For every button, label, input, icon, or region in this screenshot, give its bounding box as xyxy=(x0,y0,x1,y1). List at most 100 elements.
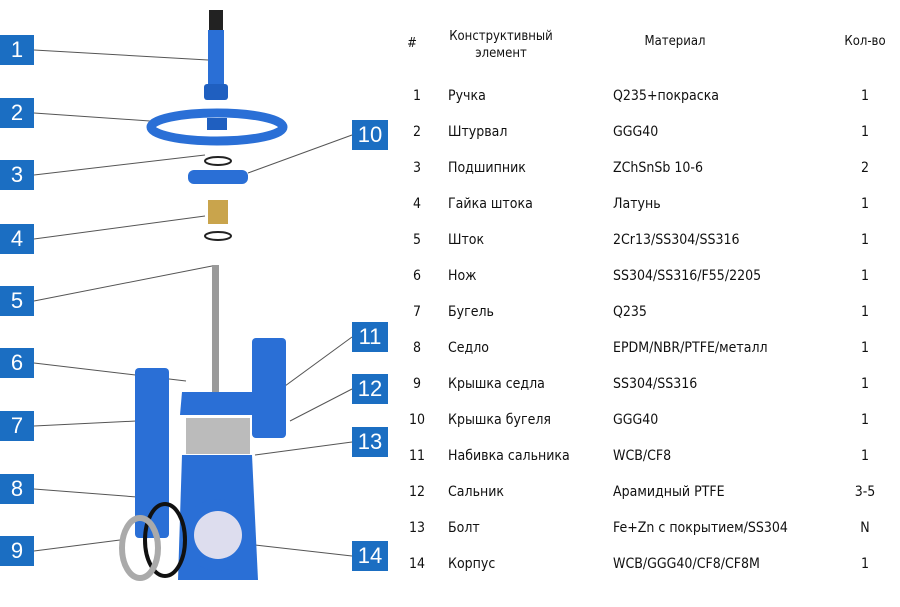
cell-element: Нож xyxy=(448,268,477,284)
cell-material: Латунь xyxy=(613,196,661,212)
callout-4: 4 xyxy=(0,224,34,254)
handwheel-part xyxy=(146,108,288,146)
callout-12: 12 xyxy=(352,374,388,404)
cell-qty: 1 xyxy=(860,124,869,140)
cell-element: Крышка бугеля xyxy=(448,412,551,428)
cell-qty: 1 xyxy=(860,88,869,104)
cell-material: Арамидный PTFE xyxy=(613,484,725,500)
cell-qty: 1 xyxy=(860,448,869,464)
cell-num: 9 xyxy=(412,376,421,392)
cell-element: Шток xyxy=(448,232,485,248)
stem-part xyxy=(212,265,219,395)
yoke-plate-left xyxy=(135,368,169,538)
cell-num: 3 xyxy=(412,160,421,176)
cell-material: GGG40 xyxy=(613,412,659,428)
cell-qty: 1 xyxy=(860,196,869,212)
cell-num: 5 xyxy=(412,232,421,248)
yoke-cover-part xyxy=(188,170,248,184)
seat-part xyxy=(143,502,187,578)
callout-1: 1 xyxy=(0,35,34,65)
cell-element: Ручка xyxy=(448,88,486,104)
callout-8: 8 xyxy=(0,474,34,504)
cell-num: 4 xyxy=(412,196,421,212)
cell-element: Бугель xyxy=(448,304,494,320)
cell-qty: 3-5 xyxy=(854,484,876,500)
callout-10: 10 xyxy=(352,120,388,150)
cell-qty: N xyxy=(860,520,870,536)
callout-13: 13 xyxy=(352,427,388,457)
cell-num: 6 xyxy=(412,268,421,284)
header-material: Материал xyxy=(644,34,706,49)
callout-7: 7 xyxy=(0,411,34,441)
cell-material: WCB/CF8 xyxy=(613,448,672,464)
cell-qty: 1 xyxy=(860,412,869,428)
cell-material: 2Cr13/SS304/SS316 xyxy=(613,232,740,248)
seat-cover-part xyxy=(119,515,161,581)
yoke-plate-right xyxy=(252,338,286,438)
cell-material: WCB/GGG40/CF8/CF8M xyxy=(613,556,760,572)
callout-14: 14 xyxy=(352,541,388,571)
cell-material: EPDM/NBR/PTFE/металл xyxy=(613,340,768,356)
cell-material: SS304/SS316 xyxy=(613,376,698,392)
callout-2: 2 xyxy=(0,98,34,128)
callout-3: 3 xyxy=(0,160,34,190)
body-part xyxy=(178,455,258,580)
stem-nut-part xyxy=(208,200,228,224)
table-row: 10 Крышка бугеля GGG40 1 xyxy=(400,412,900,432)
table-row: 5 Шток 2Cr13/SS304/SS316 1 xyxy=(400,232,900,252)
header-qty: Кол-во xyxy=(844,34,886,49)
cell-num: 8 xyxy=(412,340,421,356)
cell-qty: 1 xyxy=(860,556,869,572)
table-row: 14 Корпус WCB/GGG40/CF8/CF8M 1 xyxy=(400,556,900,576)
cell-material: GGG40 xyxy=(613,124,659,140)
header-element: Конструктивный элемент xyxy=(449,29,553,61)
cell-element: Крышка седла xyxy=(448,376,545,392)
cell-num: 13 xyxy=(408,520,426,536)
cell-material: Q235+покраска xyxy=(613,88,720,104)
cell-element: Набивка сальника xyxy=(448,448,570,464)
exploded-valve-diagram xyxy=(33,10,353,581)
cell-element: Болт xyxy=(448,520,480,536)
cell-material: SS304/SS316/F55/2205 xyxy=(613,268,762,284)
cell-qty: 2 xyxy=(860,160,869,176)
cell-qty: 1 xyxy=(860,376,869,392)
cell-qty: 1 xyxy=(860,232,869,248)
table-row: 1 Ручка Q235+покраска 1 xyxy=(400,88,900,108)
table-row: 3 Подшипник ZChSnSb 10-6 2 xyxy=(400,160,900,180)
cell-element: Сальник xyxy=(448,484,505,500)
header-num: # xyxy=(407,36,417,51)
cell-num: 11 xyxy=(408,448,426,464)
cell-material: Fe+Zn с покрытием/SS304 xyxy=(613,520,788,536)
cell-qty: 1 xyxy=(860,304,869,320)
cell-num: 10 xyxy=(408,412,426,428)
table-row: 11 Набивка сальника WCB/CF8 1 xyxy=(400,448,900,468)
callout-9: 9 xyxy=(0,536,34,566)
cell-element: Гайка штока xyxy=(448,196,533,212)
table-row: 4 Гайка штока Латунь 1 xyxy=(400,196,900,216)
cell-num: 2 xyxy=(412,124,421,140)
cell-qty: 1 xyxy=(860,340,869,356)
table-row: 2 Штурвал GGG40 1 xyxy=(400,124,900,144)
table-row: 13 Болт Fe+Zn с покрытием/SS304 N xyxy=(400,520,900,540)
callout-11: 11 xyxy=(352,322,388,352)
cell-num: 7 xyxy=(412,304,421,320)
table-row: 12 Сальник Арамидный PTFE 3-5 xyxy=(400,484,900,504)
table-row: 7 Бугель Q235 1 xyxy=(400,304,900,324)
cell-element: Подшипник xyxy=(448,160,526,176)
callout-5: 5 xyxy=(0,286,34,316)
gate-part xyxy=(180,392,258,454)
table-row: 9 Крышка седла SS304/SS316 1 xyxy=(400,376,900,396)
cell-num: 12 xyxy=(408,484,426,500)
cell-num: 1 xyxy=(412,88,421,104)
handle-part xyxy=(204,10,228,100)
bearing-part xyxy=(204,156,232,166)
leader-lines xyxy=(33,49,353,557)
cell-material: ZChSnSb 10-6 xyxy=(613,160,703,176)
cell-num: 14 xyxy=(408,556,426,572)
cell-material: Q235 xyxy=(613,304,647,320)
cell-element: Корпус xyxy=(448,556,496,572)
callout-6: 6 xyxy=(0,348,34,378)
cell-element: Штурвал xyxy=(448,124,508,140)
